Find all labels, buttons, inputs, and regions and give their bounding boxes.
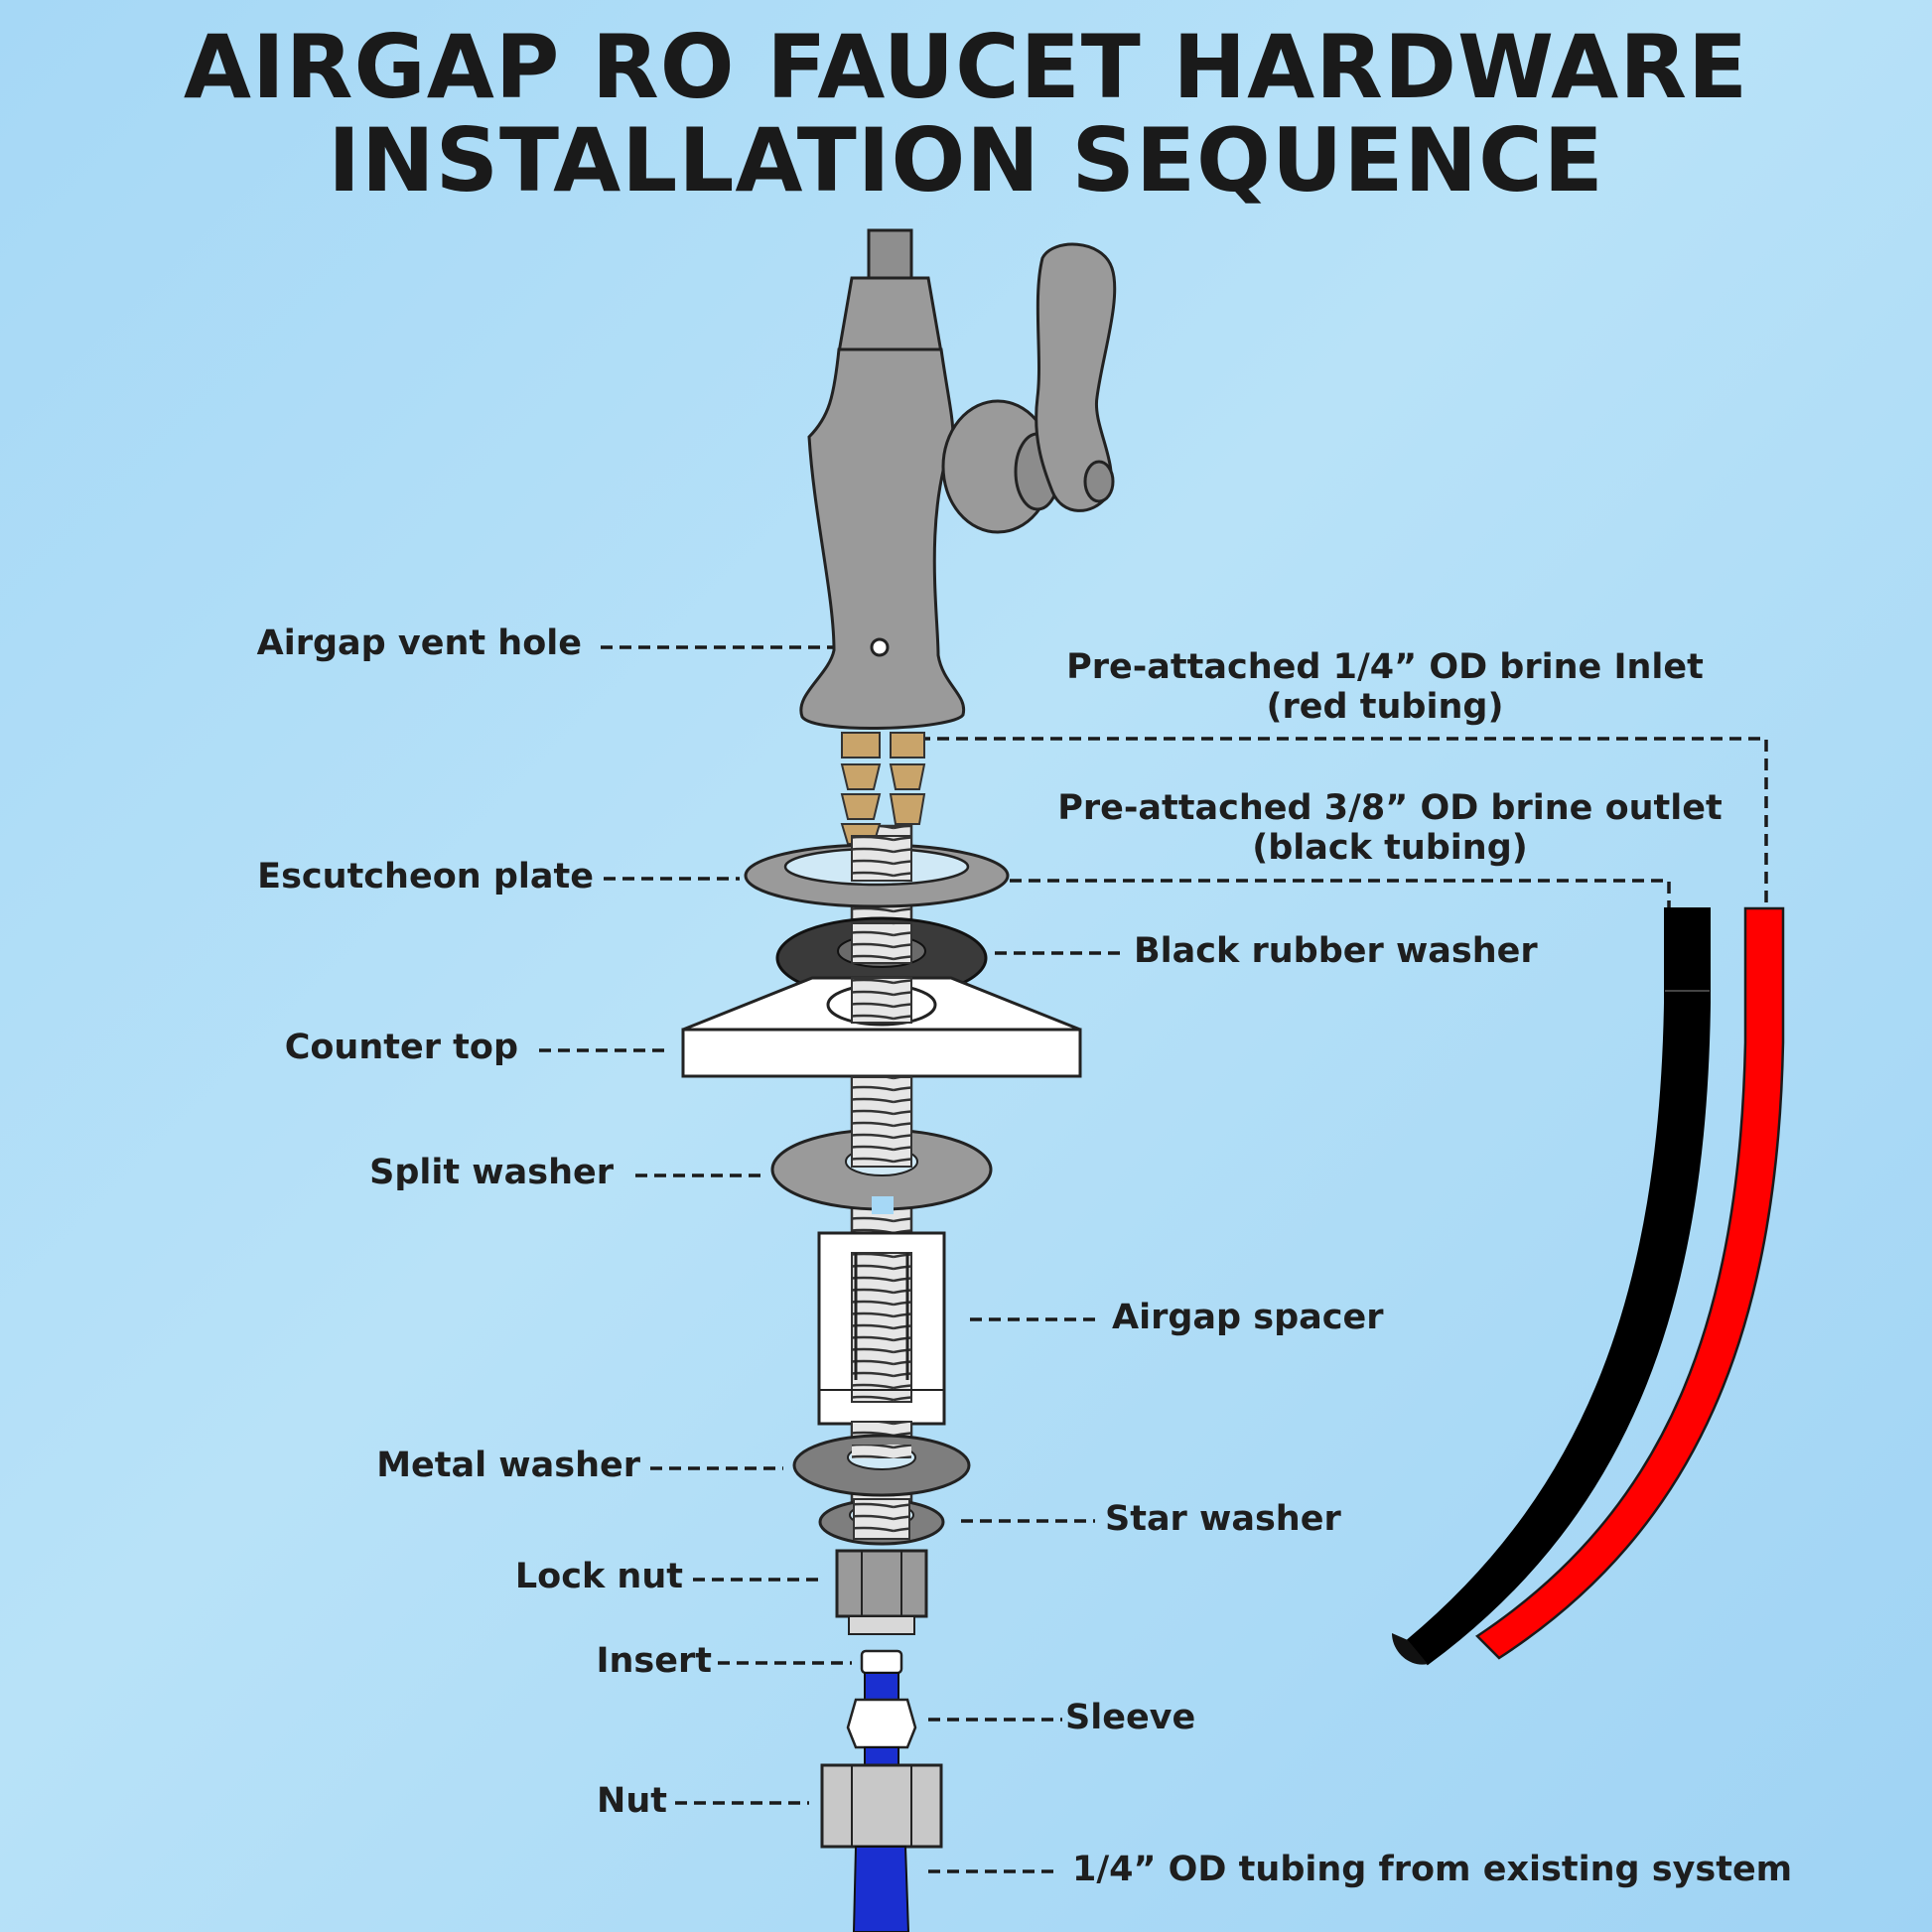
label-sleeve: Sleeve xyxy=(1065,1698,1196,1737)
label-brine-outlet-line1: Pre-attached 3/8” OD brine outlet xyxy=(1057,788,1723,828)
label-counter-top: Counter top xyxy=(284,1028,518,1067)
page-title-line2: INSTALLATION SEQUENCE xyxy=(328,109,1604,211)
sleeve-fitting xyxy=(846,1672,917,1768)
leader-brine-outlet xyxy=(953,879,1671,908)
leader-lines xyxy=(539,645,1768,1873)
escutcheon-plate xyxy=(744,835,1010,908)
label-brine-inlet-line1: Pre-attached 1/4” OD brine Inlet xyxy=(1066,647,1704,687)
label-brine-inlet-line2: (red tubing) xyxy=(1266,687,1504,727)
brass-barbs xyxy=(840,732,926,845)
red-tubing xyxy=(1475,906,1785,1660)
counter-top xyxy=(681,976,1082,1078)
insert-fitting xyxy=(860,1649,903,1675)
label-insert: Insert xyxy=(596,1641,712,1681)
label-tubing-existing: 1/4” OD tubing from existing system xyxy=(1072,1850,1793,1889)
label-metal-washer: Metal washer xyxy=(376,1446,640,1485)
label-lock-nut: Lock nut xyxy=(514,1557,683,1596)
metal-washer xyxy=(792,1421,971,1497)
airgap-spacer xyxy=(817,1231,946,1426)
page-title-line1: AIRGAP RO FAUCET HARDWARE xyxy=(183,16,1749,118)
blue-tubing xyxy=(852,1846,910,1932)
faucet-body xyxy=(799,228,1117,730)
label-star-washer: Star washer xyxy=(1105,1499,1341,1539)
brine-tubing xyxy=(1392,906,1785,1666)
label-brine-outlet-line2: (black tubing) xyxy=(1252,828,1528,868)
compression-nut xyxy=(820,1763,943,1849)
label-black-rubber-washer: Black rubber washer xyxy=(1134,931,1538,971)
airgap-vent-hole xyxy=(870,637,890,657)
label-escutcheon-plate: Escutcheon plate xyxy=(257,857,594,897)
lock-nut xyxy=(835,1549,928,1635)
label-airgap-spacer: Airgap spacer xyxy=(1112,1298,1384,1337)
split-washer xyxy=(770,1076,993,1214)
label-split-washer: Split washer xyxy=(369,1153,614,1192)
label-airgap-vent-hole: Airgap vent hole xyxy=(256,623,582,663)
label-nut: Nut xyxy=(597,1781,667,1821)
star-washer xyxy=(818,1498,945,1546)
black-tubing xyxy=(1406,907,1711,1666)
